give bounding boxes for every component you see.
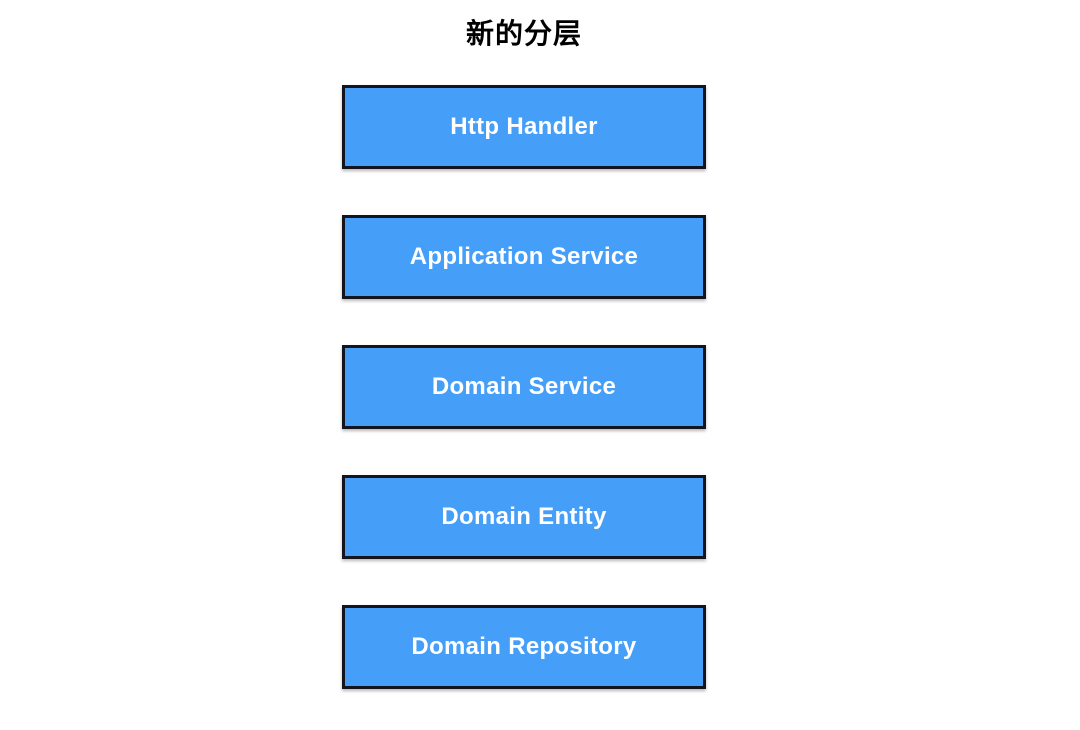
layer-box: Domain Repository bbox=[342, 604, 706, 689]
diagram-title: 新的分层 bbox=[465, 18, 582, 49]
layer-label: Http Handler bbox=[450, 112, 598, 140]
layer-label: Domain Repository bbox=[411, 632, 637, 660]
layer-stack: Http Handler Application Service Domain … bbox=[342, 84, 706, 689]
layer-box: Application Service bbox=[342, 214, 706, 299]
layer-box: Http Handler bbox=[342, 84, 706, 169]
layer-box: Domain Service bbox=[342, 344, 706, 429]
layer-diagram: 新的分层 Http Handler Application Service Do… bbox=[342, 14, 706, 689]
layer-label: Domain Service bbox=[431, 372, 617, 400]
layer-box: Domain Entity bbox=[342, 474, 706, 559]
layer-label: Application Service bbox=[409, 242, 639, 270]
layer-label: Domain Entity bbox=[441, 502, 607, 530]
